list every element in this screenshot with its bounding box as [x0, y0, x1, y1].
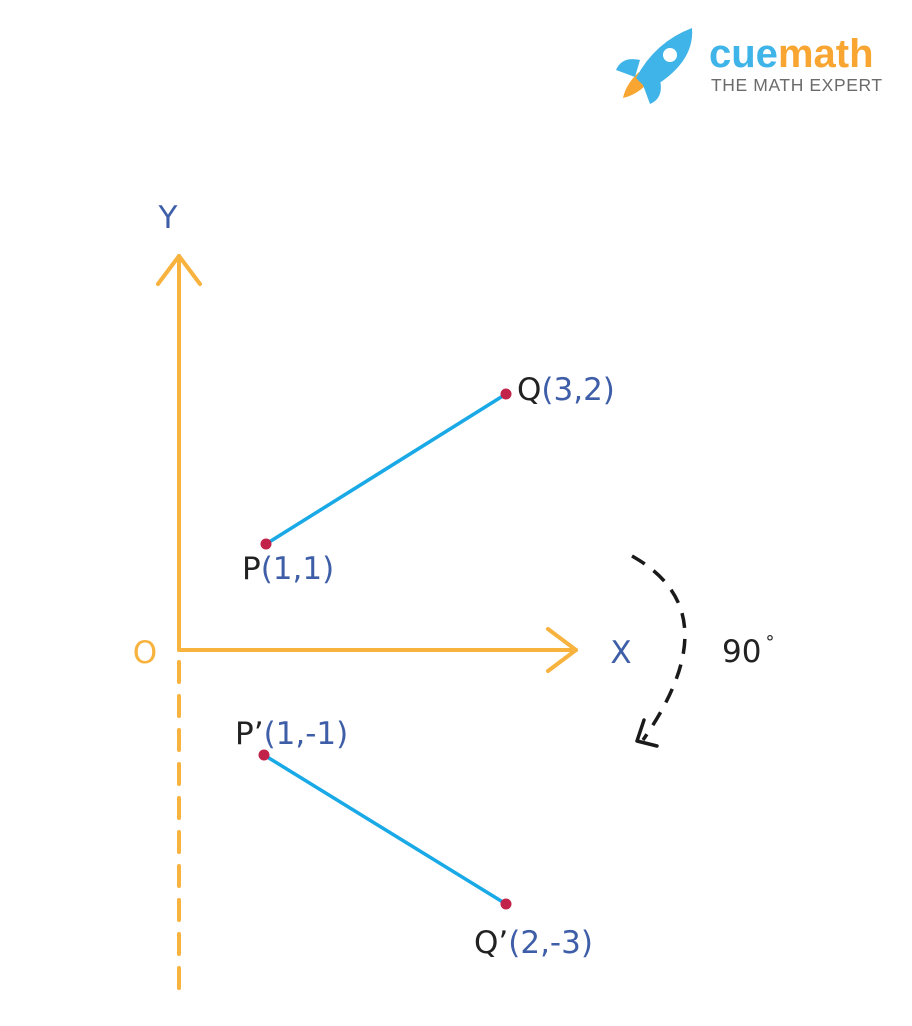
- rocket-icon: [616, 28, 693, 104]
- x-axis-label: X: [610, 635, 631, 671]
- label-Q-prime-name: Q’: [474, 925, 508, 961]
- x-axis-arrowhead: [546, 627, 578, 673]
- rotation-arc: [631, 554, 687, 741]
- label-Q-prime: Q’(2,-3): [474, 925, 593, 961]
- cuemath-logo: cuemath THE MATH EXPERT: [616, 28, 883, 104]
- logo-math: math: [778, 32, 874, 76]
- label-P-name: P: [242, 551, 261, 587]
- label-P-prime: P’(1,-1): [235, 716, 348, 752]
- axes: [156, 254, 578, 1002]
- logo-tagline: THE MATH EXPERT: [711, 75, 883, 95]
- rotation-arrowhead: [635, 718, 659, 748]
- y-axis-arrowhead: [156, 254, 202, 286]
- label-Q-coords: (3,2): [541, 372, 615, 408]
- segment-P2Q2: [263, 753, 507, 906]
- label-Q: Q(3,2): [517, 372, 615, 408]
- logo-cue: cue: [709, 32, 778, 76]
- rotation-arrow: [631, 554, 687, 748]
- label-Q-name: Q: [517, 372, 541, 408]
- label-Q-prime-coords: (2,-3): [508, 925, 593, 961]
- y-axis-label: Y: [158, 200, 178, 236]
- label-P: P(1,1): [242, 551, 334, 587]
- label-P-prime-coords: (1,-1): [264, 716, 349, 752]
- point-P-prime: [258, 749, 270, 761]
- rotation-angle-label: 90°: [722, 632, 774, 670]
- segment-PQ: [265, 392, 507, 546]
- point-P: [260, 538, 272, 550]
- origin-label: O: [133, 635, 157, 671]
- point-Q: [500, 388, 512, 400]
- degree-symbol: °: [765, 632, 774, 653]
- logo-wordmark: cuemath: [709, 32, 874, 76]
- point-Q-prime: [500, 898, 512, 910]
- label-P-prime-name: P’: [235, 716, 264, 752]
- angle-value: 90: [722, 634, 761, 670]
- label-P-coords: (1,1): [261, 551, 335, 587]
